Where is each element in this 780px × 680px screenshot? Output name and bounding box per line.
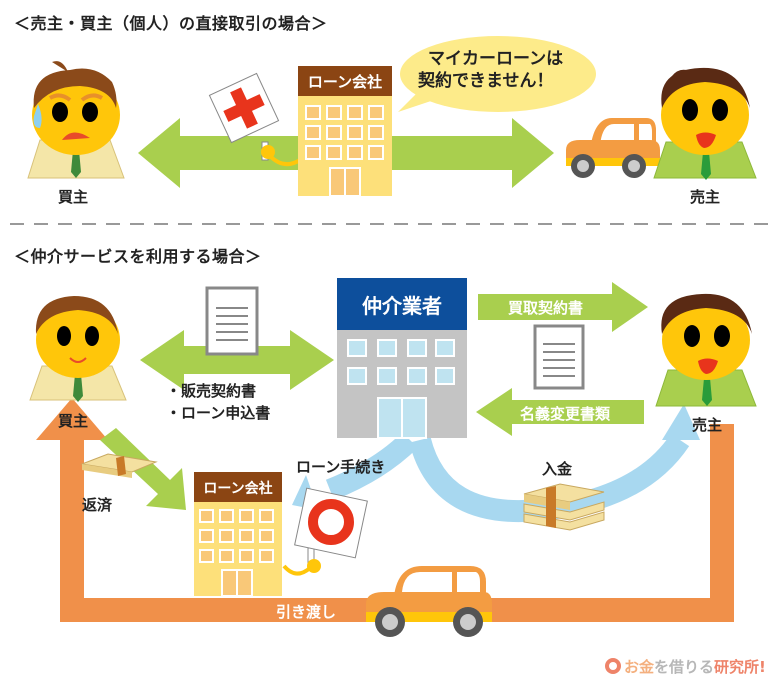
loan-company-sign-bottom: ローン会社 (203, 481, 273, 497)
section2-heading: ＜仲介サービスを利用する場合＞ (14, 247, 262, 266)
speech-bubble (398, 36, 596, 112)
logo-icon (605, 658, 621, 674)
buyer-happy-avatar (29, 296, 127, 402)
transfer-documents-label: 名義変更書類 (520, 405, 611, 423)
money-stack-icon-large (523, 483, 605, 531)
buyer-label-bottom: 買主 (58, 412, 89, 430)
seller-label-bottom: 売主 (692, 416, 723, 434)
repayment-arrow (100, 428, 186, 510)
loan-company-building-bottom (194, 472, 282, 597)
seller-happy-avatar-top (653, 67, 757, 180)
purchase-contract-arrow (478, 282, 648, 332)
logo-part3: 研究所! (714, 658, 766, 676)
speech-bubble-line2: 契約できません！ (418, 71, 554, 91)
document-icon-right (533, 324, 585, 390)
documents-line1: ・販売契約書 (166, 382, 257, 400)
document-exchange-arrow (140, 330, 334, 390)
purchase-contract-label: 買取契約書 (508, 299, 584, 317)
seller-happy-avatar-bottom (655, 293, 757, 407)
speech-bubble-line1: マイカーローンは (428, 49, 564, 69)
broker-sign: 仲介業者 (362, 294, 442, 318)
delivery-label: 引き渡し (276, 603, 337, 621)
logo-part1: お金 (624, 658, 655, 676)
loan-procedure-label: ローン手続き (296, 458, 386, 476)
repayment-label: 返済 (82, 496, 113, 514)
broker-building (337, 278, 467, 439)
car-icon-top (566, 118, 660, 178)
site-logo: お金を借りる研究所! (624, 656, 766, 677)
ok-sign-icon (282, 487, 368, 576)
money-stack-icon-small (80, 453, 158, 478)
buyer-sad-avatar (27, 61, 125, 179)
transfer-documents-arrow (476, 388, 644, 436)
loan-company-building-top (298, 66, 392, 197)
x-sign-icon (208, 72, 302, 167)
document-icon-left (205, 286, 259, 356)
car-icon-bottom (366, 566, 492, 637)
payment-label: 入金 (542, 460, 573, 478)
logo-part2: を借りる (654, 658, 715, 676)
documents-line2: ・ローン申込書 (166, 404, 271, 422)
buyer-label-top: 買主 (58, 188, 89, 206)
seller-label-top: 売主 (690, 188, 721, 206)
loan-company-sign-top: ローン会社 (307, 73, 383, 91)
section1-heading: ＜売主・買主（個人）の直接取引の場合＞ (14, 14, 328, 33)
